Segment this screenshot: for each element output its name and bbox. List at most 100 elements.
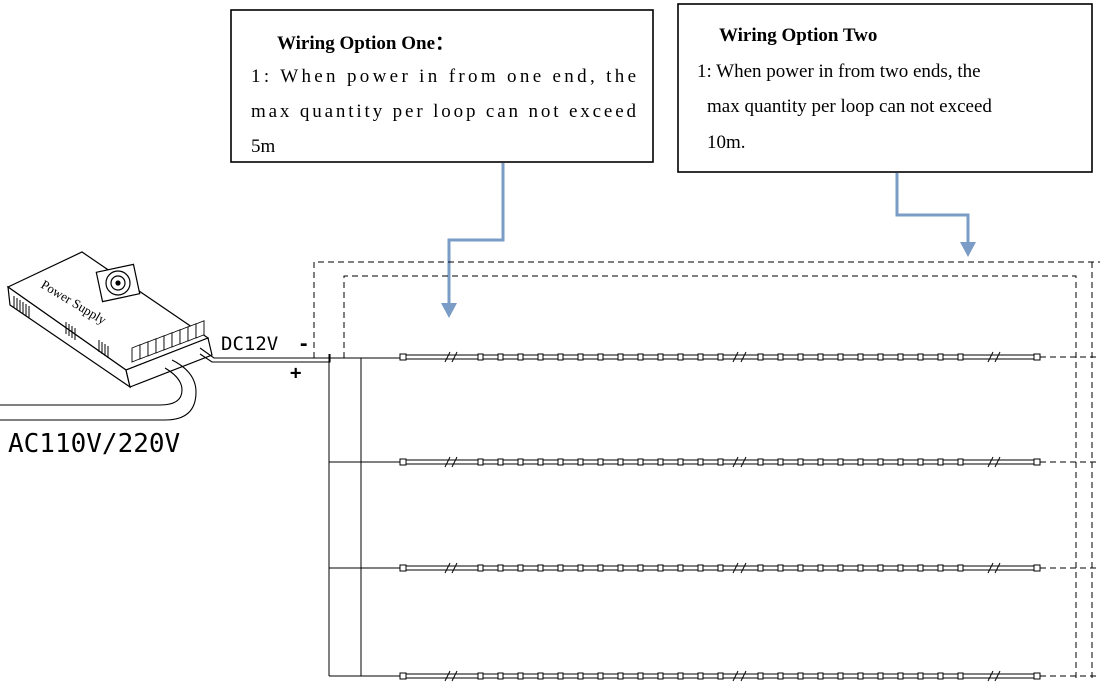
- led-chip: [897, 564, 904, 572]
- led-chip: [677, 564, 684, 572]
- led-chip: [797, 564, 804, 572]
- led-chip: [897, 458, 904, 466]
- led-chip: [717, 672, 724, 680]
- led-chip: [597, 353, 604, 361]
- led-chip: [637, 458, 644, 466]
- led-chip: [597, 458, 604, 466]
- dc-positive-label: +: [290, 362, 301, 384]
- option-two-line-1: 1: When power in from two ends, the: [697, 61, 981, 82]
- led-chip: [537, 564, 544, 572]
- led-chip: [657, 672, 664, 680]
- led-chip: [617, 564, 624, 572]
- led-chip: [757, 353, 764, 361]
- power-supply: Power Supply: [6, 251, 213, 389]
- option-two-arrow: [895, 173, 970, 243]
- led-chip: [937, 564, 944, 572]
- led-chip: [837, 353, 844, 361]
- led-chip: [817, 672, 824, 680]
- option-one-line-2: max quantity per loop can not exceed: [251, 101, 637, 122]
- led-chip: [657, 458, 664, 466]
- power-supply-terminal-block: [131, 320, 205, 363]
- dc-output-wires: [199, 347, 400, 363]
- led-strip-row: [399, 562, 1100, 574]
- option-one-box: [230, 9, 654, 163]
- dc-voltage-label: DC12V: [221, 333, 278, 355]
- option-one-arrow: [447, 163, 505, 305]
- led-chip: [917, 564, 924, 572]
- led-chip: [557, 458, 564, 466]
- callout-arrows: [441, 163, 976, 318]
- led-chip: [957, 672, 964, 680]
- led-chip: [937, 353, 944, 361]
- led-strip-row: [399, 456, 1100, 468]
- led-chip: [637, 353, 644, 361]
- led-chip: [597, 564, 604, 572]
- power-supply-fan-icon: [95, 263, 141, 303]
- ac-input-label: AC110V/220V: [8, 429, 180, 459]
- led-chip: [837, 672, 844, 680]
- led-chip: [637, 564, 644, 572]
- option-two-line-2: max quantity per loop can not exceed: [707, 96, 992, 117]
- led-chip: [617, 672, 624, 680]
- power-supply-front: [125, 337, 213, 388]
- led-chip: [597, 672, 604, 680]
- led-chip: [517, 564, 524, 572]
- option-one-callout: Wiring Option One： 1: When power in from…: [230, 9, 654, 163]
- led-chip: [877, 564, 884, 572]
- led-chip: [617, 458, 624, 466]
- led-chip: [517, 458, 524, 466]
- led-chip: [497, 672, 504, 680]
- led-chip: [837, 564, 844, 572]
- led-strip-row: [399, 670, 1100, 682]
- led-chip: [537, 458, 544, 466]
- led-chip: [537, 353, 544, 361]
- led-chip: [577, 458, 584, 466]
- led-chip: [817, 564, 824, 572]
- led-chip: [917, 353, 924, 361]
- led-chip: [537, 672, 544, 680]
- led-chip: [577, 564, 584, 572]
- led-chip: [557, 353, 564, 361]
- led-chip: [717, 458, 724, 466]
- led-chip: [957, 564, 964, 572]
- led-chip: [577, 672, 584, 680]
- led-chip: [677, 458, 684, 466]
- led-chip: [857, 458, 864, 466]
- led-chip: [817, 353, 824, 361]
- led-chip: [957, 353, 964, 361]
- led-chip: [477, 353, 484, 361]
- led-chip: [637, 672, 644, 680]
- led-chip: [797, 672, 804, 680]
- led-chip: [577, 353, 584, 361]
- led-chip: [697, 564, 704, 572]
- option-two-title: Wiring Option Two: [719, 25, 877, 46]
- led-chip: [697, 458, 704, 466]
- led-chip: [517, 672, 524, 680]
- led-chip: [857, 353, 864, 361]
- led-chip: [817, 458, 824, 466]
- led-chip: [497, 353, 504, 361]
- led-chip: [557, 564, 564, 572]
- dc-negative-label: -: [298, 333, 309, 355]
- dashed-return-wires: [313, 261, 1100, 680]
- led-chip: [857, 564, 864, 572]
- led-chip: [797, 458, 804, 466]
- distribution-bus: [328, 354, 400, 677]
- option-two-arrowhead: [960, 242, 976, 257]
- led-chip: [877, 353, 884, 361]
- led-chip: [617, 353, 624, 361]
- led-chip: [677, 353, 684, 361]
- led-chip: [697, 672, 704, 680]
- option-one-line-1: 1: When power in from one end, the: [251, 66, 636, 87]
- led-chip: [797, 353, 804, 361]
- led-chip: [657, 564, 664, 572]
- led-strips: [399, 351, 1100, 682]
- option-one-line-3: 5m: [251, 136, 276, 157]
- led-chip: [757, 672, 764, 680]
- led-chip: [477, 672, 484, 680]
- led-chip: [557, 672, 564, 680]
- led-chip: [697, 353, 704, 361]
- led-chip: [657, 353, 664, 361]
- led-chip: [477, 458, 484, 466]
